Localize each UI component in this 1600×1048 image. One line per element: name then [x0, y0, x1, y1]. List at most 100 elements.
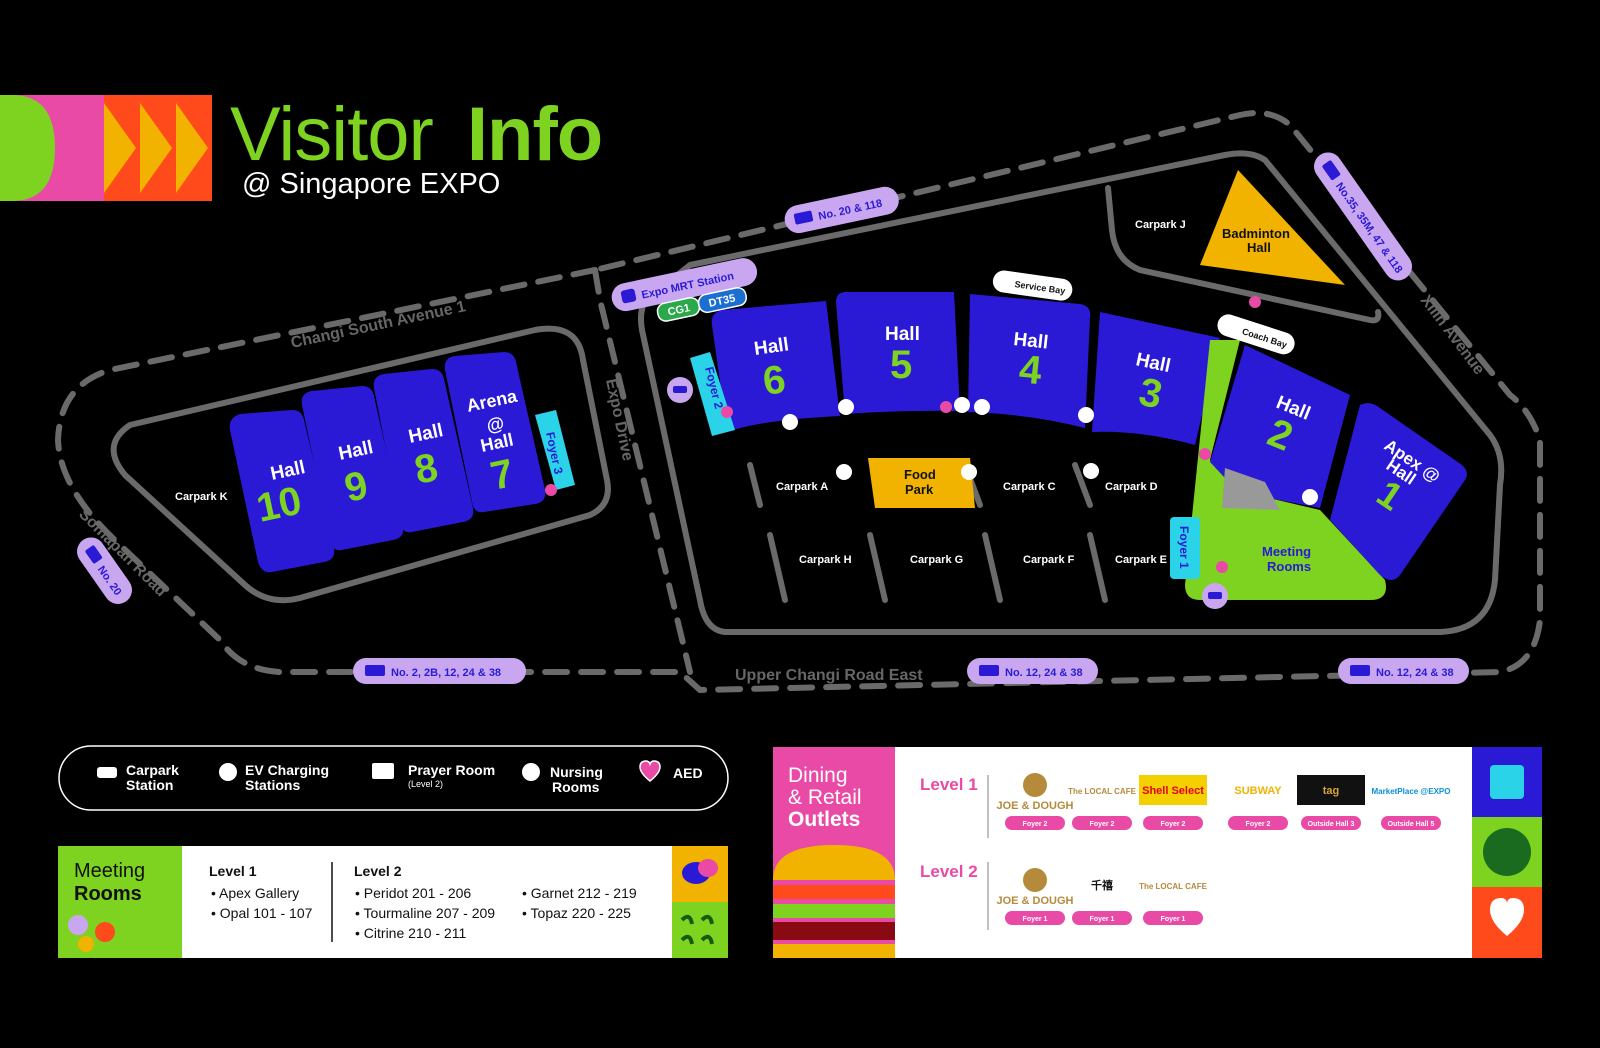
bus-stop-5[interactable]: No. 12, 24 & 38 — [967, 658, 1098, 684]
outlet-name: SUBWAY — [1234, 785, 1282, 797]
map-markers — [545, 296, 1318, 609]
outlet-l1-3[interactable]: SUBWAY Foyer 2 — [1228, 785, 1288, 830]
carpark-d-label: Carpark D — [1105, 481, 1158, 493]
svg-text:Level 2: Level 2 — [354, 863, 402, 879]
outlet-l1-1[interactable]: The LOCAL CAFE Foyer 2 — [1068, 787, 1137, 830]
outlet-name: JOE & DOUGH — [996, 800, 1073, 812]
level2-item-0: • Peridot 201 - 206 — [355, 885, 471, 901]
road-xilin: Xilin Avenue — [1417, 292, 1488, 378]
mrt-station[interactable]: Expo MRT Station CG1 DT35 — [609, 256, 763, 332]
hall-3[interactable]: Hall 3 — [1092, 312, 1220, 445]
svg-text:Hall: Hall — [885, 324, 920, 345]
hall-10[interactable]: Hall 10 — [229, 410, 335, 573]
svg-text:Food: Food — [904, 467, 936, 482]
outlet-location: Foyer 2 — [1161, 821, 1186, 828]
carpark-h-label: Carpark H — [799, 554, 852, 566]
outlet-name: MarketPlace @EXPO — [1372, 787, 1451, 796]
hall-7-arena[interactable]: Arena @ Hall 7 — [444, 352, 546, 513]
outlet-l2-1[interactable]: 千禧 Foyer 1 — [1072, 878, 1132, 925]
hall-9[interactable]: Hall 9 — [301, 386, 404, 551]
badminton-hall[interactable]: Badminton Hall — [1200, 170, 1345, 285]
svg-text:@: @ — [485, 413, 506, 436]
bus-stop-6[interactable]: No. 12, 24 & 38 — [1338, 658, 1469, 684]
ev-icon — [961, 464, 977, 480]
svg-text:Meeting: Meeting — [74, 860, 145, 882]
bus-icon — [1322, 160, 1341, 181]
svg-text:& Retail: & Retail — [788, 786, 862, 809]
aed-icon — [940, 401, 952, 413]
hall-5[interactable]: Hall 5 — [836, 292, 960, 414]
carpark-f-label: Carpark F — [1023, 554, 1075, 566]
hall-6[interactable]: Hall 6 — [711, 301, 840, 432]
aed-icon — [1216, 561, 1228, 573]
bus-icon — [979, 665, 999, 676]
bus-icon — [365, 665, 385, 676]
level1-item-1: • Opal 101 - 107 — [211, 905, 313, 921]
outlet-name: The LOCAL CAFE — [1068, 787, 1137, 796]
svg-text:Station: Station — [126, 777, 173, 793]
road-changi-south: Changi South Avenue 1 — [289, 298, 467, 352]
prayer-room-icon — [372, 763, 394, 779]
svg-text:4: 4 — [1017, 347, 1044, 393]
hall-1-apex[interactable]: Apex @ Hall 1 — [1330, 403, 1467, 580]
carpark-g-label: Carpark G — [910, 554, 963, 566]
svg-text:AED: AED — [673, 765, 703, 781]
page-title: Visitor Info — [230, 92, 602, 177]
svg-text:No. 12, 24 & 38: No. 12, 24 & 38 — [1376, 667, 1454, 679]
carpark-e-label: Carpark E — [1115, 554, 1167, 566]
foyer-1[interactable]: Foyer 1 — [1170, 517, 1200, 579]
nursing-icon — [1302, 489, 1318, 505]
svg-text:Hall: Hall — [753, 334, 790, 360]
outlet-location: Foyer 2 — [1246, 821, 1271, 828]
svg-text:Level 1: Level 1 — [209, 863, 257, 879]
outlet-name: Shell Select — [1142, 785, 1204, 797]
outlet-name: The LOCAL CAFE — [1139, 882, 1208, 891]
outlet-location: Foyer 1 — [1023, 916, 1048, 923]
outlet-l1-0[interactable]: JOE & DOUGH Foyer 2 — [996, 773, 1074, 830]
hall-4[interactable]: Hall 4 — [968, 294, 1091, 428]
svg-text:Rooms: Rooms — [1267, 559, 1311, 574]
nursing-icon — [974, 399, 990, 415]
hall-2[interactable]: Hall 2 — [1210, 345, 1350, 510]
svg-text:Meeting: Meeting — [1262, 544, 1311, 559]
bus-stop-4[interactable]: No. 2, 2B, 12, 24 & 38 — [353, 658, 526, 684]
outlet-name: tag — [1323, 785, 1340, 797]
carpark-j-label: Carpark J — [1135, 219, 1186, 231]
outlet-location: Foyer 1 — [1090, 916, 1115, 923]
aed-icon — [1249, 296, 1261, 308]
svg-text:Hall: Hall — [1247, 240, 1271, 255]
title-info: Info — [467, 92, 602, 177]
level2-item-4: • Topaz 220 - 225 — [522, 905, 631, 921]
bus-stop-1[interactable]: No. 20 & 118 — [782, 184, 901, 236]
outlet-location: Foyer 2 — [1023, 821, 1048, 828]
outlet-name: 千禧 — [1091, 878, 1113, 892]
food-park[interactable]: Food Park — [868, 458, 975, 508]
grey-block — [1222, 468, 1280, 510]
ev-icon — [954, 397, 970, 413]
meeting-rooms-area[interactable]: Meeting Rooms — [1185, 340, 1386, 600]
nursing-room-icon — [522, 763, 540, 781]
aed-icon — [639, 760, 661, 782]
svg-text:Carpark: Carpark — [126, 762, 179, 778]
carpark-c-label: Carpark C — [1003, 481, 1056, 493]
coach-bay[interactable]: Coach Bay — [1215, 312, 1298, 358]
svg-text:Rooms: Rooms — [552, 779, 600, 795]
svg-text:Level 2: Level 2 — [920, 862, 978, 881]
hall-8[interactable]: Hall 8 — [373, 369, 474, 533]
outlet-location: Foyer 2 — [1090, 821, 1115, 828]
svg-text:Hall: Hall — [1012, 329, 1049, 354]
level2-item-3: • Garnet 212 - 219 — [522, 885, 637, 901]
svg-text:No. 2, 2B, 12, 24 & 38: No. 2, 2B, 12, 24 & 38 — [391, 667, 501, 679]
svg-text:Prayer Room: Prayer Room — [408, 762, 495, 778]
svg-text:CG1: CG1 — [667, 302, 692, 318]
meeting-rooms-panel: Meeting Rooms Level 1 • Apex Gallery • O… — [58, 846, 728, 958]
svg-text:Nursing: Nursing — [550, 764, 603, 780]
service-bay[interactable]: Service Bay — [991, 269, 1073, 302]
